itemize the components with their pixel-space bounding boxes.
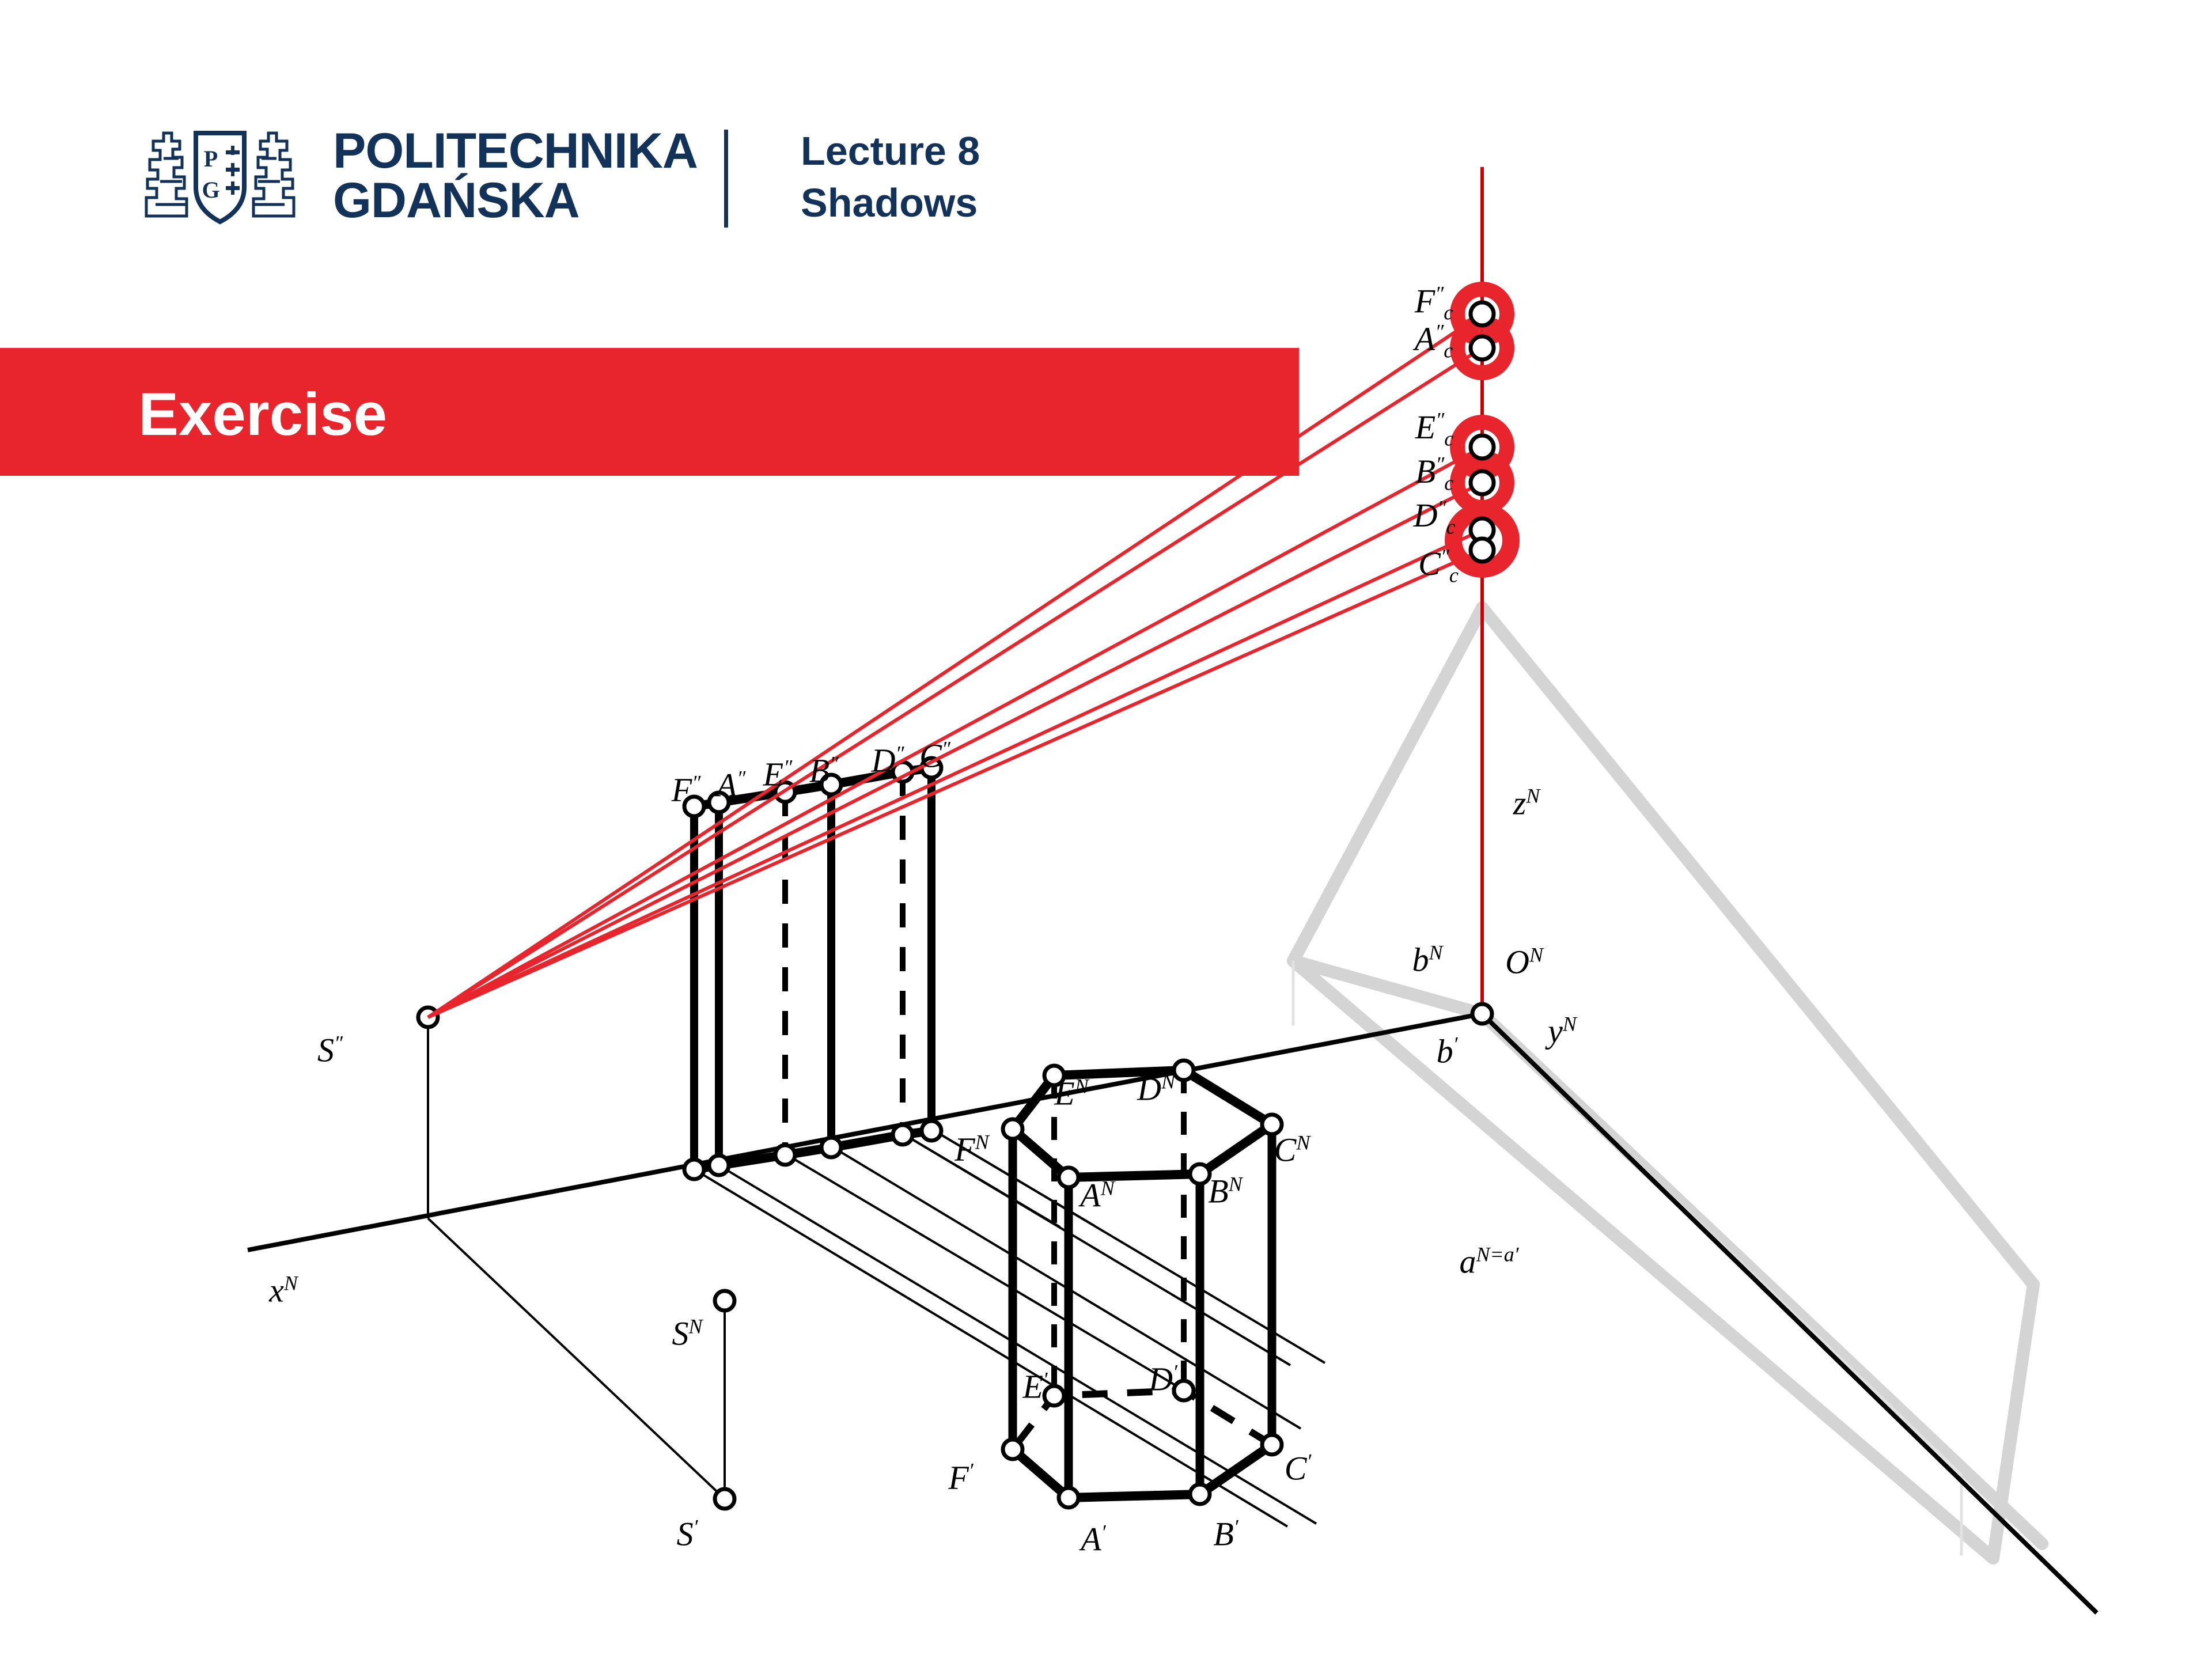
ray-to-E2c: [427, 445, 1483, 1019]
point-label-C2t: C″: [919, 737, 950, 775]
ray-to-F2c: [427, 312, 1483, 1019]
y-axis-line: [1480, 1012, 2099, 1615]
university-logo-block: P G POLITECHNIKA GDAŃSKA: [134, 124, 698, 228]
point-label-aNa1: aN=a′: [1459, 1243, 1519, 1281]
highlight-ring-D2c-C2c: [1445, 503, 1520, 578]
point-label-ON: ON: [1505, 943, 1543, 981]
point-label-E2c: E″c: [1415, 408, 1454, 450]
shadow-point-A2c: [1468, 334, 1496, 362]
light-source-S1-vertex: [715, 1489, 734, 1509]
point-label-A1: A′: [1081, 1520, 1106, 1558]
point-label-B2c: B″c: [1415, 452, 1454, 495]
point-label-F2c: F″c: [1414, 282, 1453, 324]
origin-vertex: [1472, 1004, 1492, 1024]
point-label-A2t: A″: [716, 766, 746, 804]
ray-to-D2c: [427, 528, 1483, 1019]
point-label-EN: EN: [1054, 1074, 1089, 1112]
point-label-S2: S″: [317, 1031, 343, 1069]
lecture-number: Lecture 8: [801, 128, 980, 173]
point-label-D2c: D″c: [1413, 496, 1456, 539]
point-label-DN: DN: [1137, 1070, 1175, 1108]
header-divider: [724, 130, 728, 228]
point-label-B2t: B″: [809, 752, 839, 790]
shadow-points-on-z-axis: [1445, 282, 1520, 578]
point-label-E2t: E″: [763, 755, 793, 793]
point-label-E1: E′: [1022, 1368, 1048, 1406]
axonometric-axes: [247, 1012, 2099, 1615]
point-label-C2c: C″c: [1418, 544, 1459, 587]
light-source-SN-vertex: [715, 1291, 734, 1310]
ray-to-C2c: [427, 548, 1483, 1019]
point-label-yN: yN: [1548, 1012, 1577, 1050]
shadow-point-C2c: [1468, 536, 1496, 564]
point-label-BN: BN: [1208, 1172, 1243, 1210]
auxiliary-plane-gray-lines: [1287, 601, 2048, 1565]
ray-to-B2c: [427, 481, 1483, 1019]
point-label-SN: SN: [672, 1315, 703, 1353]
exercise-banner: [0, 348, 1299, 476]
ray-to-A2c: [427, 346, 1483, 1019]
shadow-point-F2c: [1468, 300, 1496, 328]
point-label-b1: b′: [1436, 1032, 1458, 1070]
point-label-B1: B′: [1213, 1515, 1238, 1553]
slide-header: P G POLITECHNIKA GDAŃSKA Lecture 8 Shado…: [0, 0, 2212, 323]
shadow-point-E2c: [1468, 433, 1496, 461]
prism-bottom-front: [1009, 1441, 1275, 1502]
crest-ornaments-icon: [226, 146, 240, 195]
prism-bottom-hidden: [1010, 1387, 1274, 1452]
university-name-line2: GDAŃSKA: [333, 173, 580, 228]
point-label-FN: FN: [955, 1130, 989, 1168]
crest-letter-g: G: [202, 177, 219, 203]
point-label-D1: D′: [1149, 1360, 1177, 1398]
shadow-point-B2c: [1468, 469, 1496, 497]
point-label-AN: AN: [1080, 1176, 1115, 1214]
point-label-A2c: A″c: [1414, 320, 1453, 362]
point-label-F1: F′: [948, 1459, 974, 1497]
hexagonal-prism: [1003, 1060, 1282, 1508]
point-label-bN: bN: [1412, 941, 1443, 979]
point-label-F2t: F″: [671, 771, 701, 809]
university-name: POLITECHNIKA GDAŃSKA: [333, 126, 698, 225]
lecture-title-block: Lecture 8 Shadows: [801, 126, 980, 229]
crest-letter-p: P: [204, 146, 218, 172]
point-label-S1: S′: [676, 1515, 698, 1553]
point-label-zN: zN: [1513, 784, 1540, 822]
point-label-C1: C′: [1284, 1449, 1312, 1487]
point-label-xN: xN: [269, 1271, 298, 1309]
shadow-rays: [427, 312, 1483, 1019]
politechnika-gdanska-crest-icon: P G: [145, 131, 296, 225]
university-name-line1: POLITECHNIKA: [333, 123, 698, 179]
x-axis-line: [247, 1012, 1483, 1252]
exercise-banner-title: Exercise: [138, 381, 388, 448]
lecture-topic: Shadows: [801, 180, 978, 225]
point-label-D2t: D″: [871, 741, 904, 779]
point-label-CN: CN: [1274, 1131, 1310, 1169]
s-ground-link: [427, 1217, 726, 1500]
